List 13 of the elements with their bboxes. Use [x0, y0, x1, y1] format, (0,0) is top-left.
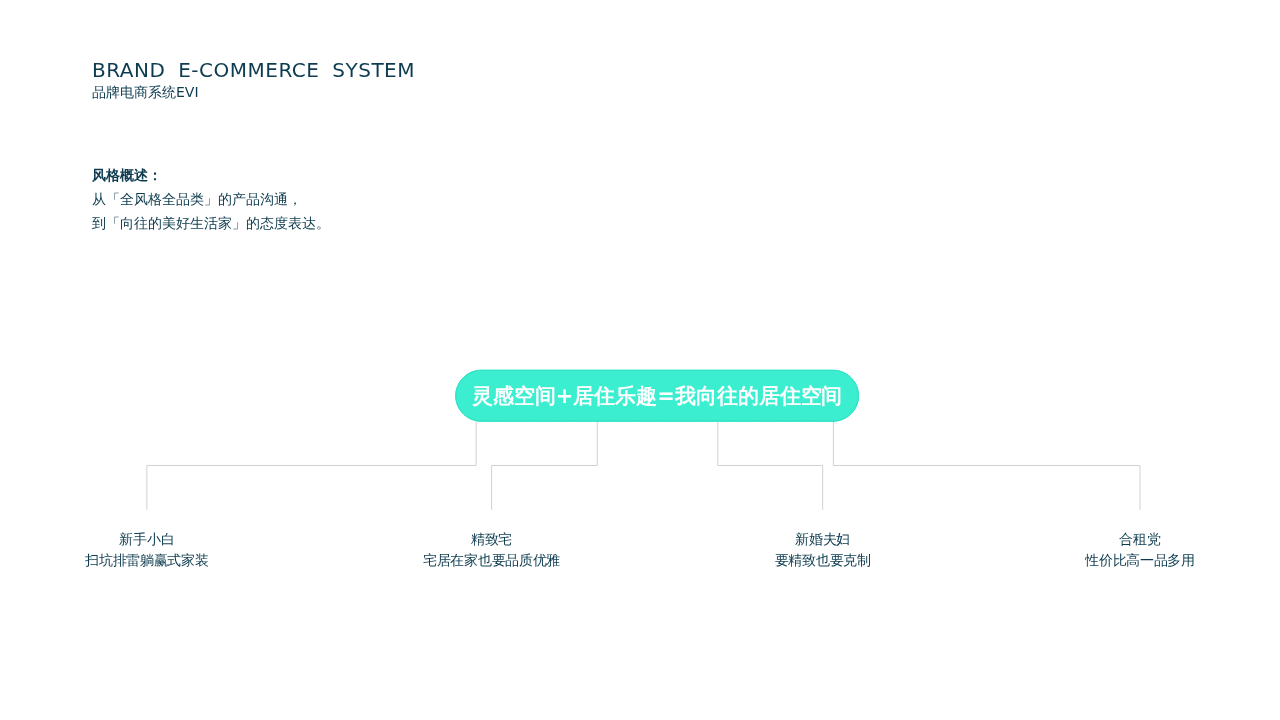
- subtitle-text: 品牌电商系统EVI: [92, 84, 199, 102]
- note-text: 从「全风格全品类」的产品沟通，: [92, 190, 302, 209]
- note-text: 到「向往的美好生活家」的态度表达。: [92, 214, 330, 233]
- title-text: BRAND E-COMMERCE SYSTEM: [92, 58, 415, 82]
- node-text: 合租党 性价比高一品多用: [1085, 530, 1195, 568]
- node-text: 新手小白 扫坑排雷躺赢式家装: [85, 530, 209, 568]
- section-heading: 风格概述：: [92, 166, 162, 185]
- connector: [491, 421, 598, 511]
- node-text: 精致宅 宅居在家也要品质优雅: [423, 530, 561, 568]
- connector: [717, 421, 824, 511]
- node-text: 新婚夫妇 要精致也要克制: [774, 530, 871, 568]
- connector: [832, 421, 1141, 511]
- connector: [146, 420, 477, 511]
